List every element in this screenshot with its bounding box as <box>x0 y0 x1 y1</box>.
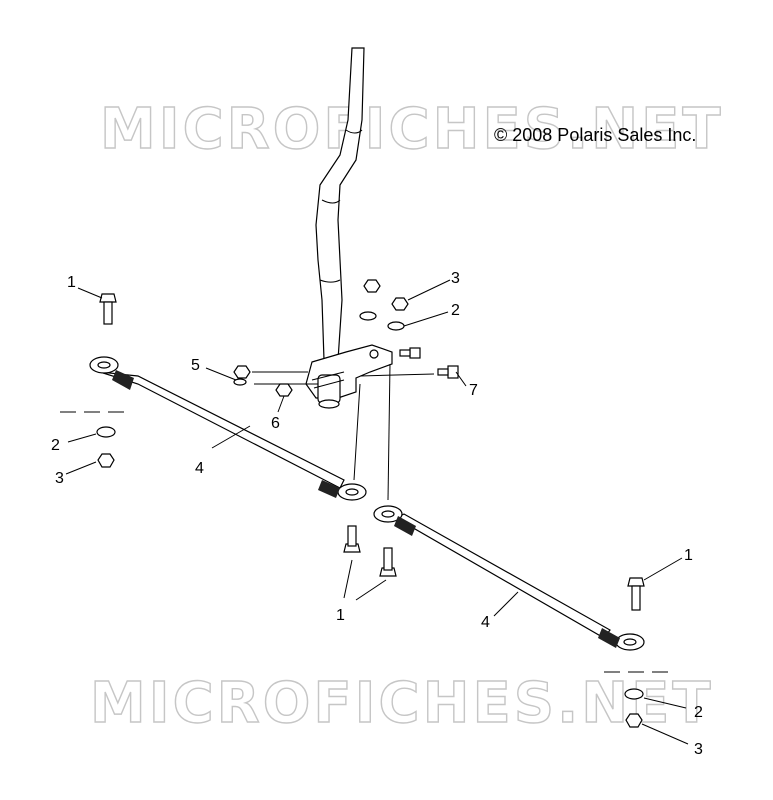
dash-lines <box>60 411 668 673</box>
washer-top-a <box>359 311 377 321</box>
washer-top-b <box>387 321 405 331</box>
copyright-text: © 2008 Polaris Sales Inc. <box>494 125 696 145</box>
callout-c3: 1 <box>684 547 693 564</box>
pitman-arm-bracket <box>305 344 393 409</box>
steering-column <box>315 47 365 361</box>
callout-c9: 3 <box>694 741 703 758</box>
watermark-top: MICROFICHES.NET <box>100 97 724 162</box>
washer-right <box>624 688 644 700</box>
callout-c11: 4 <box>481 614 490 631</box>
tie-rod-left <box>89 356 367 501</box>
callout-c13: 6 <box>271 415 280 432</box>
callout-c5: 2 <box>451 302 460 319</box>
nut-6 <box>275 383 293 397</box>
bolt-center-a <box>343 525 361 553</box>
bolt-7-a <box>399 347 421 359</box>
callout-c7: 3 <box>55 470 64 487</box>
callout-c6: 2 <box>694 704 703 721</box>
bolt-right <box>627 577 645 611</box>
callout-c4: 2 <box>51 437 60 454</box>
nut-left <box>97 453 115 468</box>
nut-right <box>625 713 643 728</box>
callout-c10: 4 <box>195 460 204 477</box>
nut-5 <box>233 365 251 379</box>
leader-lines <box>65 279 689 745</box>
callout-c2: 1 <box>336 607 345 624</box>
washer-left <box>96 426 116 438</box>
bolt-left <box>99 293 117 325</box>
bolt-7-b <box>437 365 459 379</box>
callout-c14: 7 <box>469 382 478 399</box>
callout-c12: 5 <box>191 357 200 374</box>
tie-rod-right <box>373 505 645 651</box>
callout-c1: 1 <box>67 274 76 291</box>
washer-small <box>233 378 247 386</box>
callout-c8: 3 <box>451 270 460 287</box>
nut-top-b <box>391 297 409 311</box>
bolt-center-b <box>379 547 397 577</box>
watermark-bottom: MICROFICHES.NET <box>90 671 714 736</box>
nut-top-a <box>363 279 381 293</box>
